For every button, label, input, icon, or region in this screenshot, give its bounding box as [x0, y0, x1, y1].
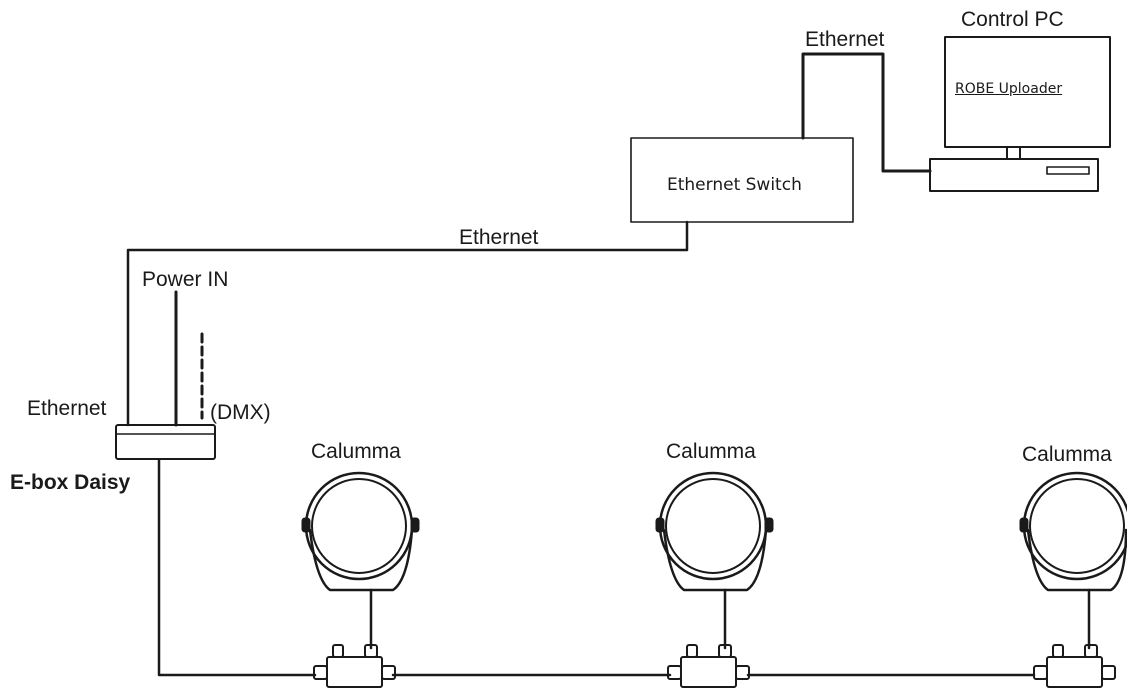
calumma-fixture-1 [301, 471, 420, 688]
junction-gland-right [718, 644, 732, 658]
junction-gland-right [364, 644, 378, 658]
fixture-head-inner [1029, 478, 1125, 574]
cable-daisy-chain [157, 458, 317, 677]
ebox-daisy [115, 424, 216, 460]
ethernet-switch-box [630, 137, 854, 223]
pc-monitor-neck [1006, 146, 1021, 160]
robe-uploader-label: ROBE Uploader [955, 81, 1063, 97]
fixture-head-inner [665, 478, 761, 574]
junction-port-right [381, 665, 396, 680]
ethernet-left-label: Ethernet [27, 397, 107, 420]
ebox-daisy-label: E-box Daisy [10, 471, 131, 494]
junction-gland-left [1052, 644, 1064, 658]
fixture-yoke [308, 528, 414, 592]
junction-gland-left [686, 644, 698, 658]
pc-base-unit [929, 158, 1099, 192]
cable-switch-to-pc [801, 52, 932, 173]
fixture-head-outer [1022, 471, 1127, 581]
calumma-fixture-3 [1019, 471, 1127, 688]
pc-monitor [944, 36, 1111, 148]
junction-gland-left [332, 644, 344, 658]
cable-ebox-to-switch [126, 220, 689, 427]
calumma-label-1: Calumma [311, 440, 401, 463]
ethernet-top-label: Ethernet [805, 28, 885, 51]
ethernet-mid-label: Ethernet [459, 226, 539, 249]
junction-gland-right [1084, 644, 1098, 658]
junction-port-left [1033, 665, 1048, 680]
calumma-label-2: Calumma [666, 440, 756, 463]
ethernet-switch-label: Ethernet Switch [667, 175, 802, 195]
junction-box [680, 656, 737, 688]
fixture-yoke [662, 528, 768, 592]
junction-port-right [1101, 665, 1116, 680]
junction-port-left [667, 665, 682, 680]
junction-port-right [735, 665, 750, 680]
power-in-label: Power IN [142, 268, 229, 291]
calumma-label-3: Calumma [1022, 443, 1112, 466]
calumma-fixture-2 [655, 471, 774, 688]
junction-box [326, 656, 383, 688]
fixture-head-outer [658, 471, 768, 581]
control-pc-label: Control PC [961, 8, 1064, 31]
junction-box [1046, 656, 1103, 688]
junction-port-left [313, 665, 328, 680]
fixture-head-outer [304, 471, 414, 581]
fixture-yoke [1026, 528, 1127, 592]
dmx-label: (DMX) [210, 401, 271, 424]
fixture-head-inner [311, 478, 407, 574]
pc-drive-slot [1046, 166, 1090, 175]
ebox-body [115, 424, 216, 460]
control-pc [929, 36, 1111, 192]
